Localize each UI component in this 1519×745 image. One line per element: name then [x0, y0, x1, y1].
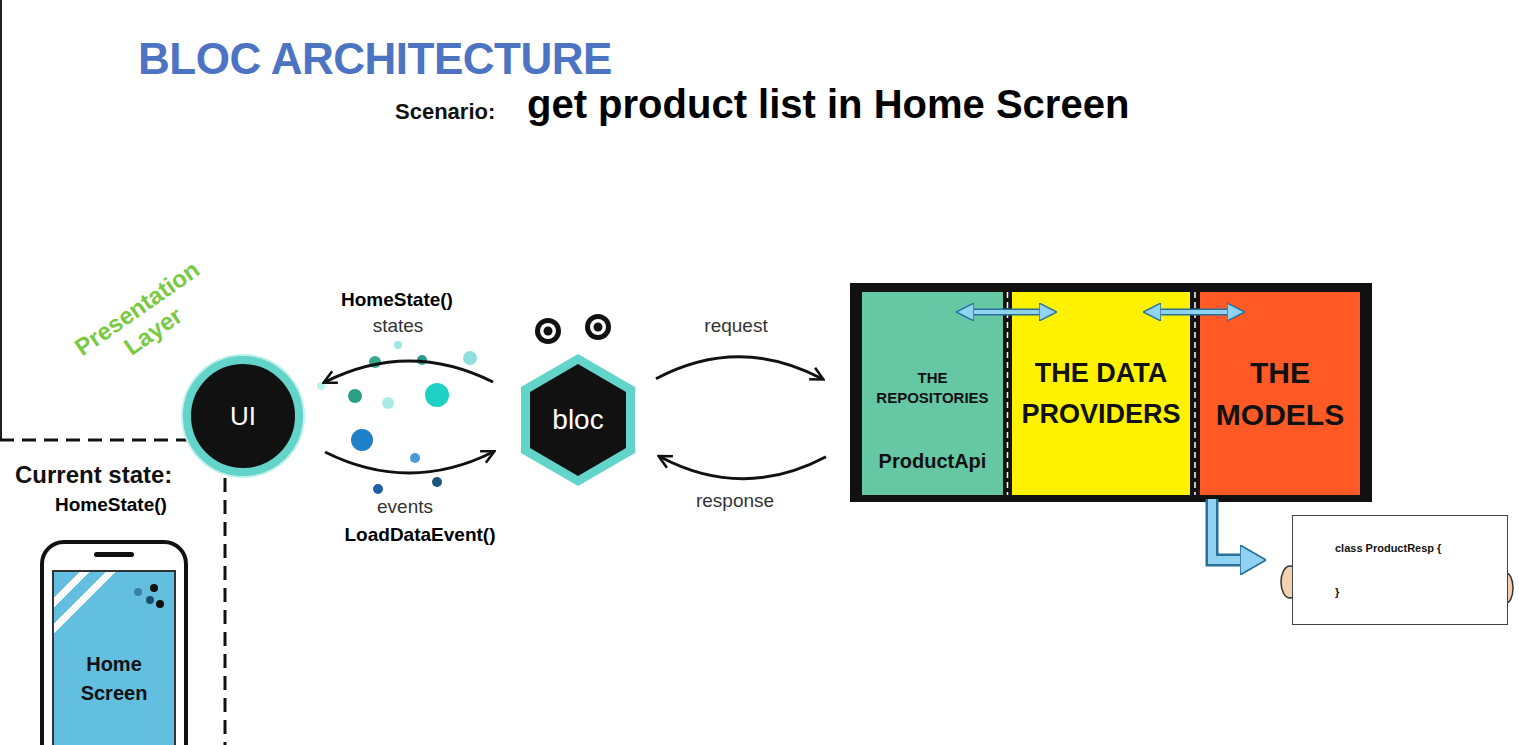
connector-line: [325, 361, 493, 382]
dot: [410, 453, 420, 463]
connector-line: [1152, 309, 1236, 316]
dot: [351, 429, 373, 451]
data-provider-panel: THE DATA PROVIDERS: [1012, 292, 1190, 495]
page-edge-line: [0, 0, 2, 440]
connector-line: [325, 452, 493, 473]
connector: [1152, 312, 1236, 313]
eye-pupil: [544, 327, 553, 336]
node-text: ProductApi: [864, 450, 1001, 473]
hexagon-core: [530, 364, 626, 476]
phone-screen: Home Screen: [40, 540, 188, 745]
scenario-text: get product list in Home Screen: [527, 82, 1129, 127]
edge-label: response: [694, 490, 776, 512]
panel-fill: [862, 292, 1003, 495]
connector-line: [656, 357, 822, 379]
connector: [1212, 499, 1240, 560]
connector: [660, 457, 826, 479]
dot: [150, 584, 158, 592]
panel-fill: [1200, 292, 1360, 495]
connector-line: [1212, 499, 1240, 560]
connector: [325, 452, 493, 473]
node-title: THE DATA PROVIDERS: [1018, 353, 1184, 434]
code-paper: class ProductResp {}: [1292, 515, 1508, 625]
eye-ring: [535, 318, 561, 344]
bloc-eyes: [535, 314, 611, 344]
dot: [394, 341, 402, 349]
current-state-label: Current state:: [15, 461, 172, 489]
panel-fill: [1012, 292, 1190, 495]
dot: [373, 484, 383, 494]
eye-ring: [585, 314, 611, 340]
connector: [325, 361, 493, 382]
node-title: bloc: [552, 404, 603, 436]
node-title: UI: [230, 401, 256, 432]
dot: [156, 600, 164, 608]
connector-line: [660, 457, 826, 479]
panel-backgrounds: [850, 283, 1372, 502]
panel-divider: [1194, 292, 1196, 495]
connector-line: [1152, 310, 1236, 314]
bloc-hexagon: bloc: [518, 352, 638, 488]
dot: [432, 477, 442, 487]
panel-divider: [1007, 292, 1009, 495]
state-name: HomeState(): [341, 289, 453, 311]
eye-white: [540, 323, 556, 339]
ui-circle: UI: [183, 356, 303, 476]
phone-speaker: [94, 552, 134, 557]
connector-line: [1212, 499, 1240, 560]
state-name: HomeState(): [55, 494, 167, 516]
screen-dots: [128, 580, 168, 612]
connector: [656, 357, 822, 379]
dot: [317, 382, 325, 390]
edge-label: request: [702, 315, 769, 337]
node-title: class ProductResp {: [1335, 542, 1441, 554]
dot: [146, 596, 154, 604]
connector-line: [965, 310, 1048, 314]
node-title: THE MODELS: [1206, 352, 1354, 436]
edge-label: states: [371, 315, 426, 337]
eye-white: [590, 319, 606, 335]
layer-frame: [850, 283, 1372, 502]
node-title: Home Screen: [68, 650, 160, 708]
connector-line: [965, 309, 1048, 316]
dot: [134, 588, 142, 596]
state-divider: [0, 439, 196, 442]
node-title: THE REPOSITORIES: [866, 368, 999, 409]
hexagon-ring: [521, 354, 635, 486]
node-text: }: [1335, 586, 1339, 598]
event-name: LoadDataEvent(): [345, 524, 496, 546]
dot: [348, 389, 362, 403]
model-panel: THE MODELS: [1200, 292, 1360, 495]
dot: [463, 351, 477, 365]
dot: [425, 383, 449, 407]
eye-pupil: [594, 323, 603, 332]
edge-label: events: [375, 496, 435, 518]
repository-panel: THE REPOSITORIES ProductApi: [862, 292, 1003, 495]
connector: [965, 312, 1048, 313]
scenario-label: Scenario:: [395, 99, 495, 125]
dot: [382, 397, 394, 409]
flow-dots: [317, 341, 477, 494]
state-divider: [224, 478, 227, 745]
diagram-title: BLOC ARCHITECTURE: [138, 34, 612, 84]
